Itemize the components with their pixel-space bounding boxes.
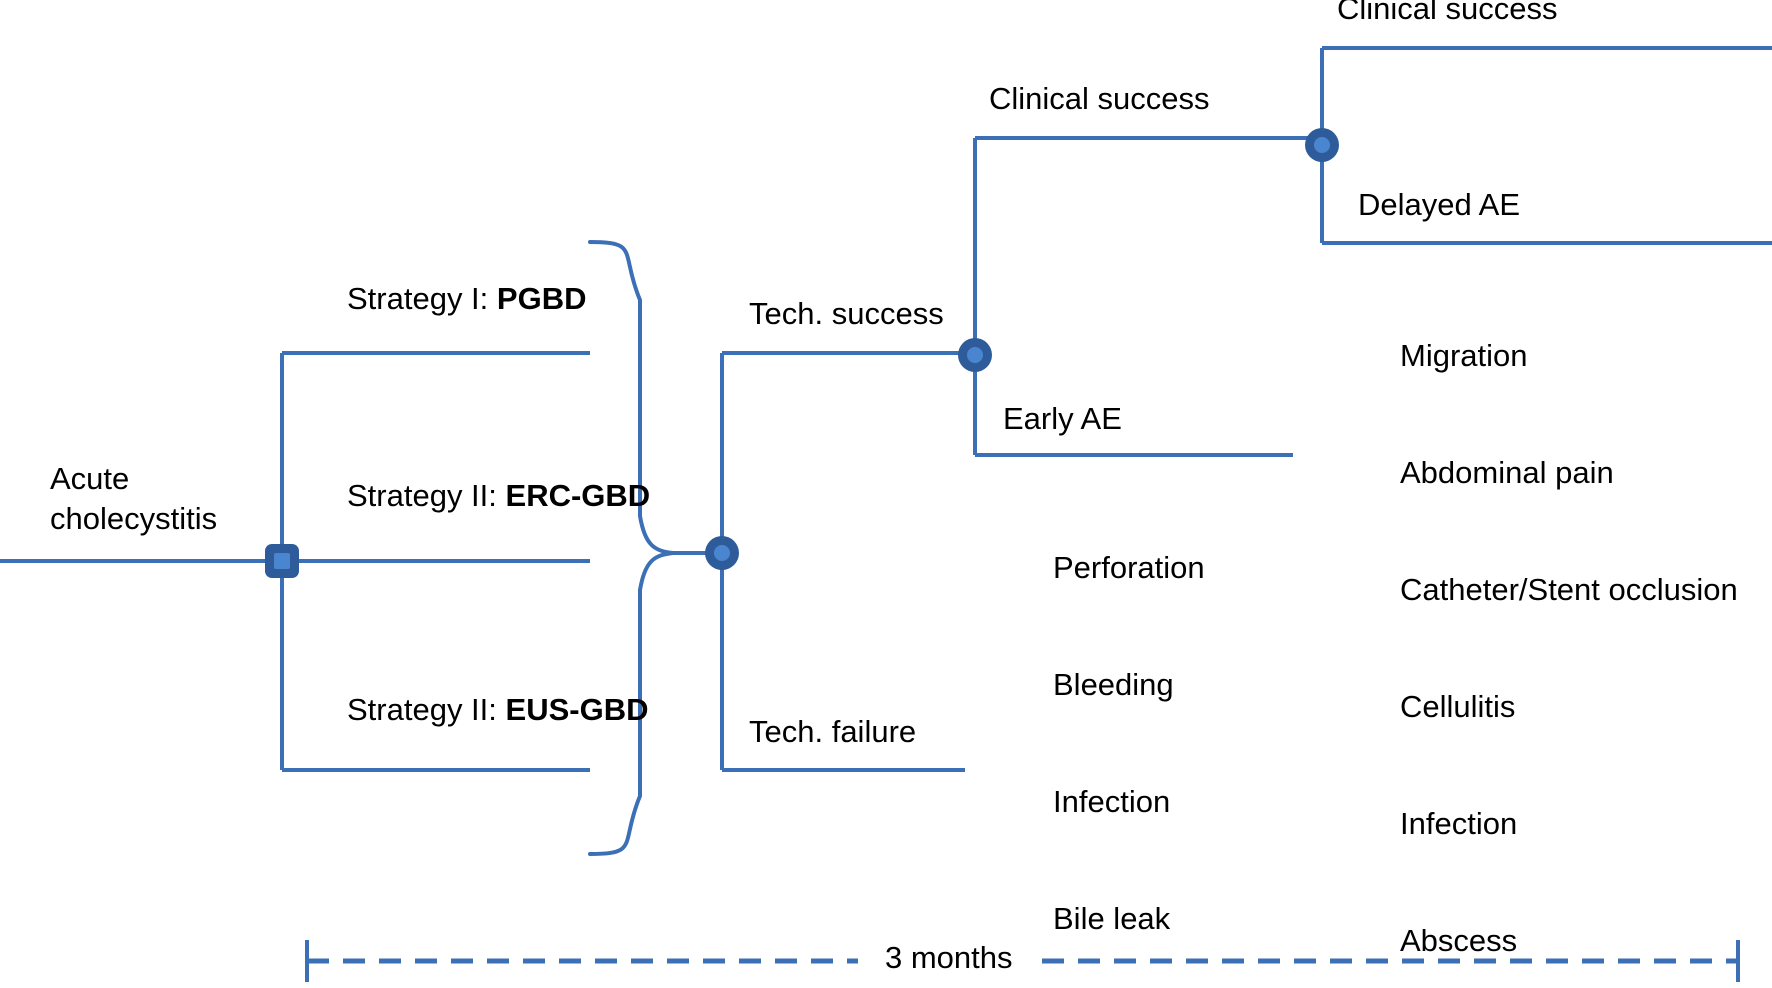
root-square-node-inner (274, 553, 290, 569)
delayed-ae-label: Delayed AE (1358, 187, 1520, 222)
root-label-line1: Acute (50, 461, 130, 496)
delayed-outcome-node-inner (1314, 137, 1330, 153)
delayed-ae-item: Migration (1400, 338, 1528, 373)
strategy-3-prefix: Strategy II: (347, 692, 506, 727)
clinical-outcome-node-inner (967, 347, 983, 363)
clinical-success-2-label: Clinical success (1337, 0, 1558, 26)
early-ae-item: Infection (1053, 784, 1171, 819)
strategy-1-label: Strategy I: PGBD (347, 280, 586, 318)
tech-outcome-node-inner (714, 545, 730, 561)
delayed-ae-item: Catheter/Stent occlusion (1400, 572, 1738, 607)
strategy-3-name: EUS-GBD (505, 692, 649, 727)
tech-failure-label: Tech. failure (749, 714, 917, 749)
early-ae-item: Bile leak (1053, 901, 1171, 936)
delayed-ae-item: Abscess (1400, 923, 1518, 958)
delayed-ae-item: Abdominal pain (1400, 455, 1614, 490)
delayed-ae-item: Infection (1400, 806, 1518, 841)
delayed-ae-list: Migration Abdominal pain Catheter/Stent … (1400, 258, 1738, 988)
strategy-3-label: Strategy II: EUS-GBD (347, 691, 648, 729)
delayed-ae-item: Cellulitis (1400, 689, 1516, 724)
strategy-1-name: PGBD (496, 281, 587, 316)
strategy-1-prefix: Strategy I: (347, 281, 497, 316)
early-ae-label: Early AE (1003, 401, 1122, 436)
strategy-gathering-brace (588, 240, 675, 856)
tech-success-label: Tech. success (749, 296, 944, 331)
root-label-line2: cholecystitis (50, 501, 218, 536)
early-ae-item: Bleeding (1053, 667, 1174, 702)
strategy-2-name: ERC-GBD (505, 478, 651, 513)
timeline-duration-label: 3 months (885, 940, 1013, 975)
early-ae-item: Perforation (1053, 550, 1205, 585)
early-ae-list: Perforation Bleeding Infection Bile leak… (1053, 470, 1267, 988)
strategy-2-label: Strategy II: ERC-GBD (347, 477, 650, 515)
strategy-2-prefix: Strategy II: (347, 478, 506, 513)
clinical-success-1-label: Clinical success (989, 81, 1210, 116)
